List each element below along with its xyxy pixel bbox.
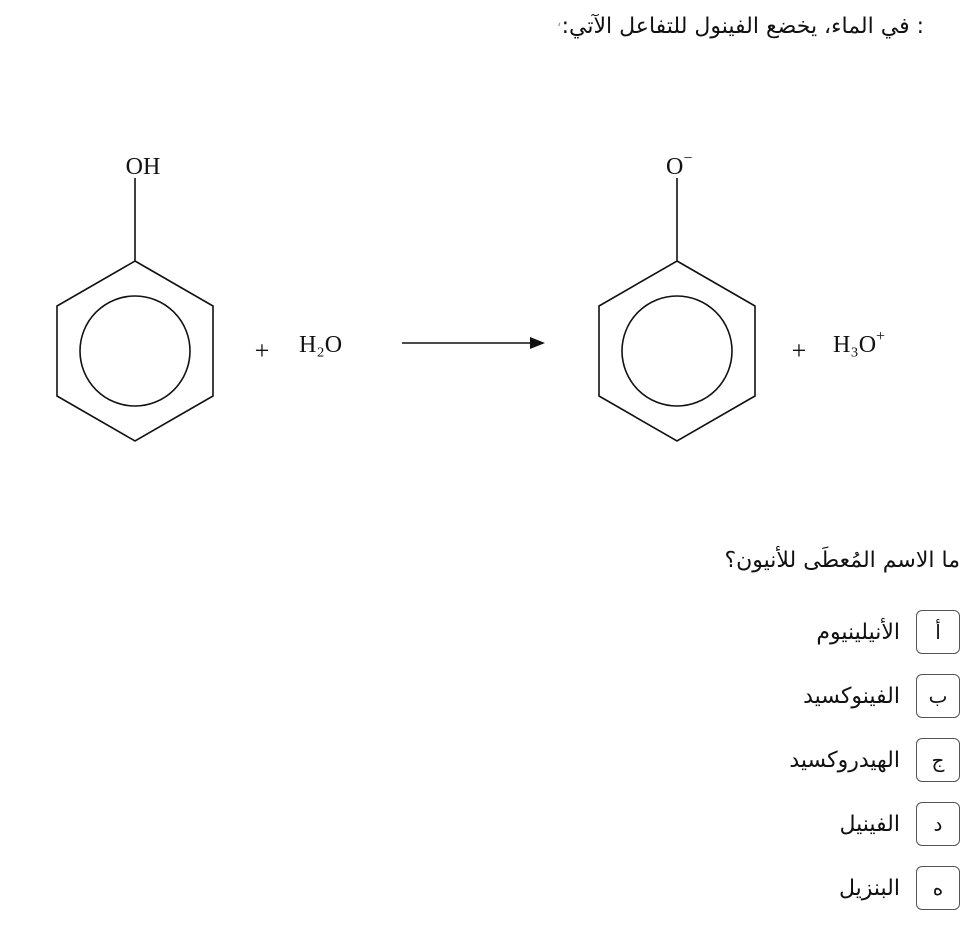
option-b[interactable]: ب الفينوكسيد [789, 672, 960, 720]
option-e-label: البنزيل [838, 875, 900, 901]
option-d-letter[interactable]: د [916, 802, 960, 846]
phenoxide-o-charge: − [683, 150, 692, 167]
option-a-label: الأنيلينيوم [816, 619, 900, 645]
phenol-ring [56, 260, 214, 442]
option-c-letter[interactable]: ج [916, 738, 960, 782]
phenol-structure: OH [56, 154, 214, 442]
phenol-oh-label: OH [126, 154, 161, 180]
option-e[interactable]: ه البنزيل [789, 864, 960, 912]
plus-sign-1: + [255, 336, 270, 365]
option-b-label: الفينوكسيد [803, 683, 900, 709]
option-c-label: الهيدروكسيد [789, 747, 900, 773]
option-a-letter[interactable]: أ [916, 610, 960, 654]
question-intro: : في الماء، يخضع الفينول للتفاعل الآتي:‘ [553, 14, 924, 39]
phenoxide-o-label: O− [666, 150, 692, 180]
plus-sign-2: + [792, 336, 807, 365]
option-c[interactable]: ج الهيدروكسيد [789, 736, 960, 784]
answer-options: أ الأنيلينيوم ب الفينوكسيد ج الهيدروكسيد… [789, 608, 960, 928]
phenoxide-o-base: O [666, 154, 683, 180]
option-d-label: الفينيل [839, 811, 900, 837]
phenoxide-aromatic-circle [621, 295, 733, 407]
hydronium-formula: H₃O+ [833, 328, 885, 358]
intro-text: : في الماء، يخضع الفينول للتفاعل الآتي: [561, 14, 924, 39]
reaction-diagram: OH + H₂O O− + H₃O+ [56, 150, 885, 442]
phenoxide-ring [598, 260, 756, 442]
phenoxide-structure: O− [598, 150, 756, 442]
intro-mark: ‘ [557, 21, 562, 37]
hydronium-charge: + [876, 328, 885, 345]
option-a[interactable]: أ الأنيلينيوم [789, 608, 960, 656]
phenol-aromatic-circle [79, 295, 191, 407]
hydronium-base: H₃O [833, 332, 876, 358]
option-e-letter[interactable]: ه [916, 866, 960, 910]
water-formula: H₂O [299, 332, 342, 358]
option-d[interactable]: د الفينيل [789, 800, 960, 848]
reaction-arrow [402, 337, 545, 349]
option-b-letter[interactable]: ب [916, 674, 960, 718]
question-text: ما الاسم المُعطَى للأنيون؟ [724, 548, 960, 573]
